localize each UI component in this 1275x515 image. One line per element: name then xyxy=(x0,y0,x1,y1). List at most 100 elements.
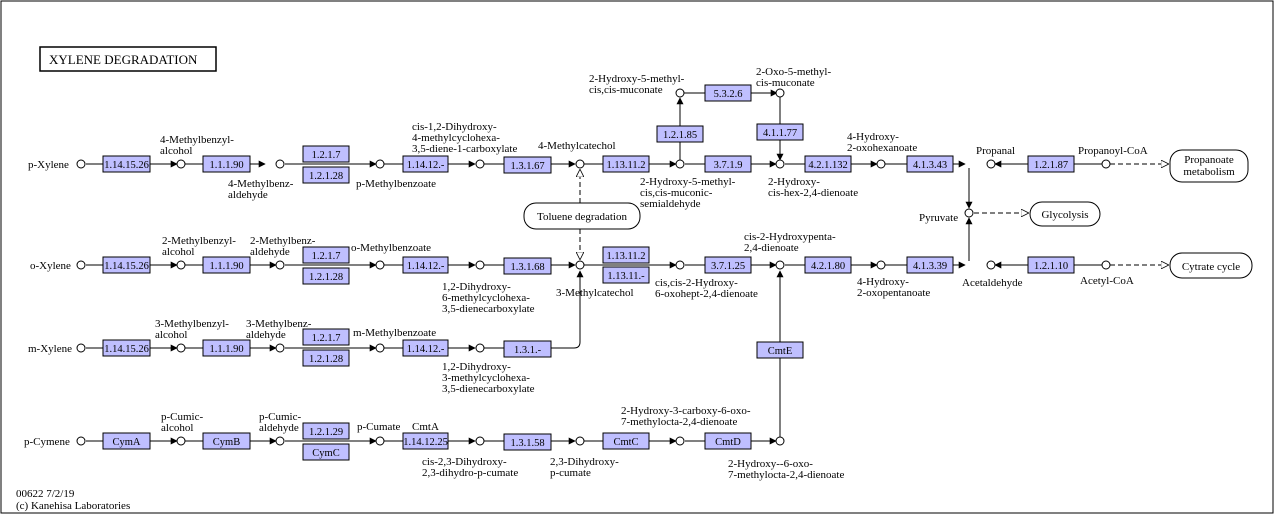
node-hydroxy-oxohept[interactable] xyxy=(675,260,685,270)
enzyme-box-4-1-3-43[interactable] xyxy=(906,155,954,173)
enzyme-box-1-3-1-68[interactable] xyxy=(503,257,552,275)
map-propanoate-metabolism[interactable] xyxy=(1169,149,1249,183)
enzyme-label: 1.1.1.90 xyxy=(209,344,243,355)
map-citrate-cycle[interactable] xyxy=(1169,252,1253,279)
node-p-xylene[interactable] xyxy=(76,159,86,169)
node-3-methylbenzyl-alcohol[interactable] xyxy=(176,343,186,353)
node-dihydroxy-o[interactable] xyxy=(475,260,485,270)
node-acetaldehyde[interactable] xyxy=(986,260,996,270)
enzyme-box-cymc[interactable] xyxy=(302,443,350,461)
enzyme-box-1-2-1-28-m[interactable] xyxy=(302,349,350,367)
enzyme-label: 1.2.1.28 xyxy=(309,354,343,365)
label-p-cumic-aldehyde: p-Cumic- xyxy=(259,411,301,423)
map-toluene-degradation[interactable] xyxy=(523,202,641,230)
node-p-methylbenzoate[interactable] xyxy=(375,159,385,169)
enzyme-box-1-14-15-26-m[interactable] xyxy=(102,339,151,357)
node-hydroxy-oxo-methylocta[interactable] xyxy=(775,436,785,446)
node-acetyl-coa[interactable] xyxy=(1101,260,1111,270)
label-cis-dihydro-cumate: cis-2,3-Dihydroxy- xyxy=(422,456,507,468)
label-p-cymene: p-Cymene xyxy=(24,436,70,448)
node-hydroxy-hexadienoate[interactable] xyxy=(775,159,785,169)
enzyme-box-4-2-1-132[interactable] xyxy=(804,155,852,173)
node-pyruvate[interactable] xyxy=(964,208,974,218)
node-4-methylbenzaldehyde[interactable] xyxy=(275,159,285,169)
enzyme-box-1-2-1-7-m[interactable] xyxy=(302,328,350,346)
enzyme-box-1-2-1-7-o[interactable] xyxy=(302,246,350,264)
node-oxo-methyl-muconate[interactable] xyxy=(775,88,785,98)
node-3-methylcatechol[interactable] xyxy=(575,260,585,270)
node-dihydroxy-m[interactable] xyxy=(475,343,485,353)
enzyme-box-1-14-12-p[interactable] xyxy=(402,155,449,173)
enzyme-label: 3.7.1.9 xyxy=(714,160,743,171)
node-hydroxy-muconic-semialdehyde[interactable] xyxy=(675,159,685,169)
enzyme-box-cymb[interactable] xyxy=(202,432,251,450)
enzyme-box-1-2-1-28-p[interactable] xyxy=(302,166,350,184)
enzyme-box-cmte[interactable] xyxy=(756,341,804,359)
node-m-methylbenzoate[interactable] xyxy=(375,343,385,353)
enzyme-box-1-14-12-25[interactable] xyxy=(402,432,449,450)
node-p-cumic-aldehyde[interactable] xyxy=(275,436,285,446)
enzyme-box-3-7-1-25[interactable] xyxy=(704,256,752,274)
enzyme-label: 1.13.11.2 xyxy=(607,251,646,262)
enzyme-box-1-2-1-85[interactable] xyxy=(656,125,704,143)
node-o-methylbenzoate[interactable] xyxy=(375,260,385,270)
node-hydroxy-carboxy[interactable] xyxy=(675,436,685,446)
node-cis-dihydroxy-p[interactable] xyxy=(475,159,485,169)
node-hydroxy-oxopentanoate[interactable] xyxy=(876,260,886,270)
enzyme-box-1-14-12-o[interactable] xyxy=(402,256,449,274)
enzyme-label: 1.2.1.10 xyxy=(1034,261,1068,272)
node-4-methylbenzyl-alcohol[interactable] xyxy=(176,159,186,169)
map-label: Toluene degradation xyxy=(537,211,627,223)
node-hydroxypenta[interactable] xyxy=(775,260,785,270)
node-cis-dihydro-cumate[interactable] xyxy=(475,436,485,446)
node-hydroxy-oxohexanoate[interactable] xyxy=(876,159,886,169)
enzyme-box-1-1-1-90-o[interactable] xyxy=(202,256,251,274)
node-dihydroxy-cumate[interactable] xyxy=(575,436,585,446)
enzyme-box-1-13-11-2-p[interactable] xyxy=(602,155,650,173)
node-4-methylcatechol[interactable] xyxy=(575,159,585,169)
enzyme-box-3-7-1-9[interactable] xyxy=(704,155,752,173)
enzyme-box-4-1-3-39[interactable] xyxy=(906,256,954,274)
enzyme-box-1-2-1-7-p[interactable] xyxy=(302,145,350,163)
enzyme-label: 1.14.12.- xyxy=(407,261,445,272)
enzyme-box-1-1-1-90-p[interactable] xyxy=(202,155,251,173)
enzyme-box-cyma[interactable] xyxy=(102,432,151,450)
label-dihydroxy-m: 1,2-Dihydroxy- xyxy=(442,361,511,373)
label-4-methylcatechol: 4-Methylcatechol xyxy=(538,140,616,152)
enzyme-box-1-3-1-67[interactable] xyxy=(503,156,552,174)
label-hydroxy-oxopentanoate: 2-oxopentanoate xyxy=(857,287,930,299)
enzyme-box-5-3-2-6[interactable] xyxy=(704,84,752,102)
node-3-methylbenzaldehyde[interactable] xyxy=(275,343,285,353)
enzyme-box-1-2-1-10[interactable] xyxy=(1027,256,1075,274)
node-o-xylene[interactable] xyxy=(76,260,86,270)
node-2-methylbenzyl-alcohol[interactable] xyxy=(176,260,186,270)
label-2-methylbenzyl-alcohol: 2-Methylbenzyl- xyxy=(162,235,236,247)
node-propanoyl-coa[interactable] xyxy=(1101,159,1111,169)
label-hydroxy-carboxy: 7-methylocta-2,4-dienoate xyxy=(621,416,737,428)
node-p-cumic-alcohol[interactable] xyxy=(176,436,186,446)
enzyme-box-1-2-1-87[interactable] xyxy=(1027,155,1075,173)
enzyme-box-1-14-12-m[interactable] xyxy=(402,339,449,357)
node-m-xylene[interactable] xyxy=(76,343,86,353)
node-propanal[interactable] xyxy=(986,159,996,169)
enzyme-box-1-3-1-58[interactable] xyxy=(503,433,552,451)
enzyme-box-4-2-1-80[interactable] xyxy=(804,256,852,274)
enzyme-box-1-1-1-90-m[interactable] xyxy=(202,339,251,357)
node-2-methylbenzaldehyde[interactable] xyxy=(275,260,285,270)
map-glycolysis[interactable] xyxy=(1029,201,1101,227)
enzyme-box-cmtc[interactable] xyxy=(602,432,650,450)
node-p-cumate[interactable] xyxy=(375,436,385,446)
node-p-cymene[interactable] xyxy=(76,436,86,446)
node-hydroxy-methyl-muconate[interactable] xyxy=(675,88,685,98)
enzyme-box-1-14-15-26-p[interactable] xyxy=(102,155,151,173)
enzyme-box-1-14-15-26-o[interactable] xyxy=(102,256,151,274)
enzyme-box-1-13-11[interactable] xyxy=(602,266,650,284)
enzyme-box-4-1-1-77[interactable] xyxy=(756,123,804,141)
enzyme-box-cmtd[interactable] xyxy=(704,432,752,450)
enzyme-box-1-2-1-29[interactable] xyxy=(302,422,350,440)
label-dihydroxy-cumate: 2,3-Dihydroxy- xyxy=(550,456,619,468)
enzyme-box-1-2-1-28-o[interactable] xyxy=(302,267,350,285)
page-title: XYLENE DEGRADATION xyxy=(49,52,198,67)
enzyme-box-1-13-11-2-o[interactable] xyxy=(602,246,650,264)
enzyme-box-1-3-1[interactable] xyxy=(503,340,552,358)
